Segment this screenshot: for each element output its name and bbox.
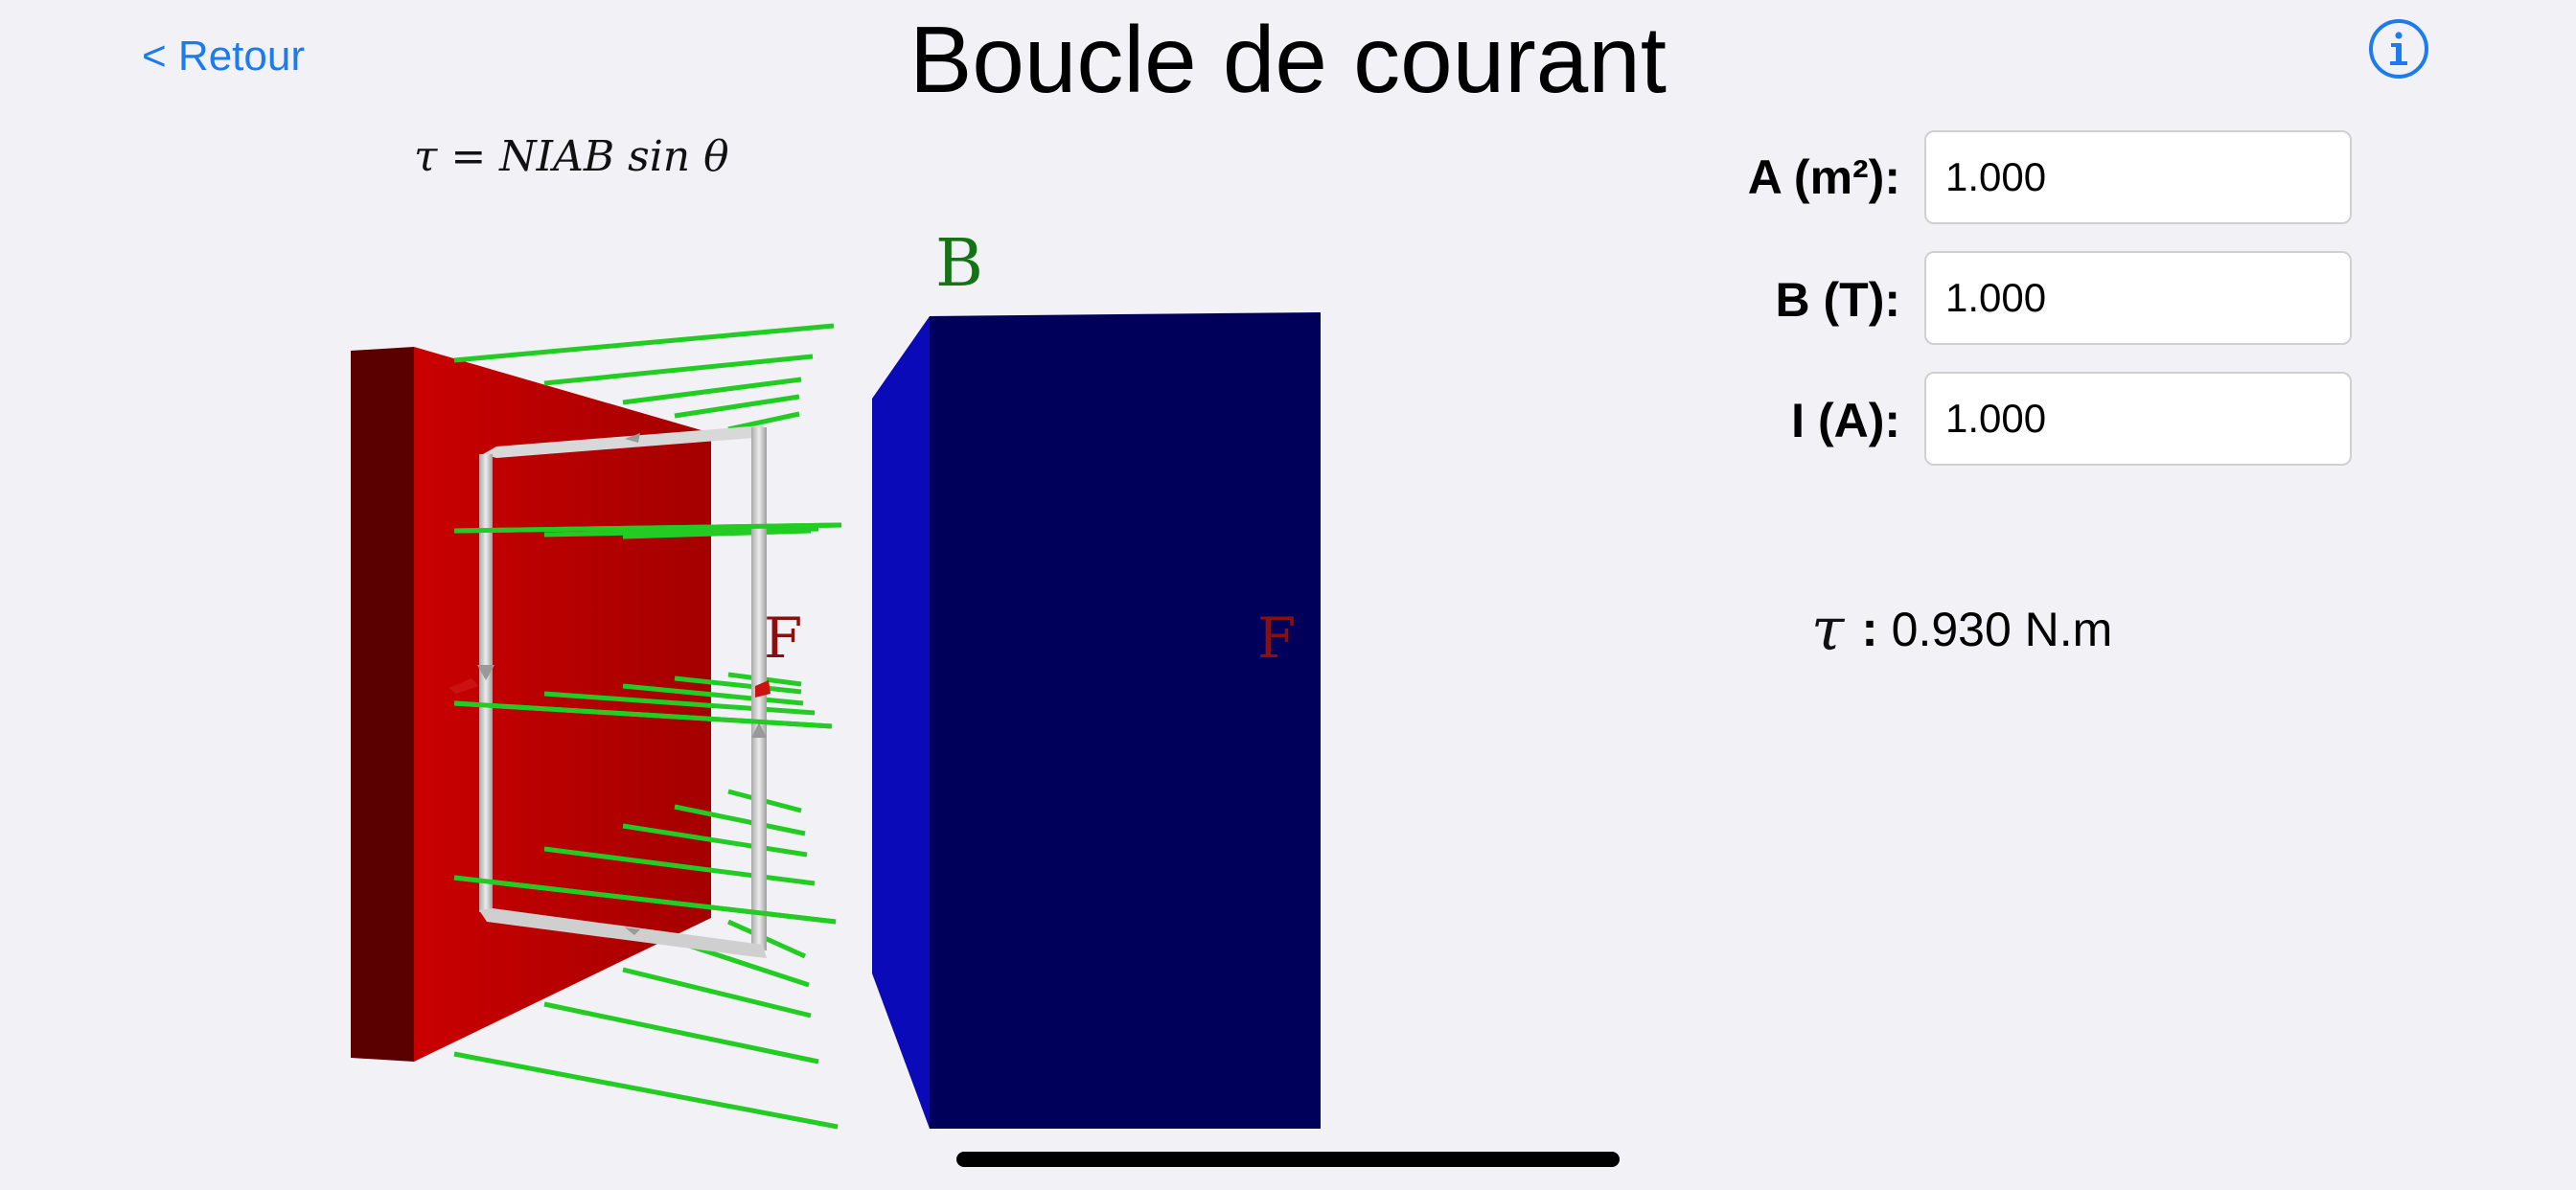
back-button[interactable]: < Retour <box>142 33 305 80</box>
field-strength-input[interactable] <box>1924 251 2352 345</box>
torque-symbol: τ <box>1811 594 1845 664</box>
field-lines-front <box>453 522 842 925</box>
torque-value: 0.930 N.m <box>1891 602 2113 656</box>
torque-formula: τ = NIAB sin θ <box>414 132 729 181</box>
area-label: A (m²): <box>1747 150 1900 204</box>
force-arrows <box>448 678 770 698</box>
field-strength-label: B (T): <box>1775 273 1901 327</box>
current-input[interactable] <box>1924 372 2352 466</box>
torque-readout: τ:0.930 N.m <box>1811 594 2112 671</box>
info-icon[interactable] <box>2367 17 2430 80</box>
force-label-right: F <box>1257 606 1297 671</box>
home-indicator[interactable] <box>956 1152 1620 1167</box>
current-loop <box>477 425 767 958</box>
page-title: Boucle de courant <box>909 7 1667 112</box>
force-label-left: F <box>764 606 803 671</box>
area-input[interactable] <box>1924 130 2352 224</box>
field-label: B <box>935 226 983 302</box>
torque-separator: : <box>1861 601 1878 657</box>
south-magnet <box>872 312 1321 1129</box>
current-label: I (A): <box>1791 394 1900 447</box>
magnet-scene[interactable] <box>335 220 1658 1140</box>
